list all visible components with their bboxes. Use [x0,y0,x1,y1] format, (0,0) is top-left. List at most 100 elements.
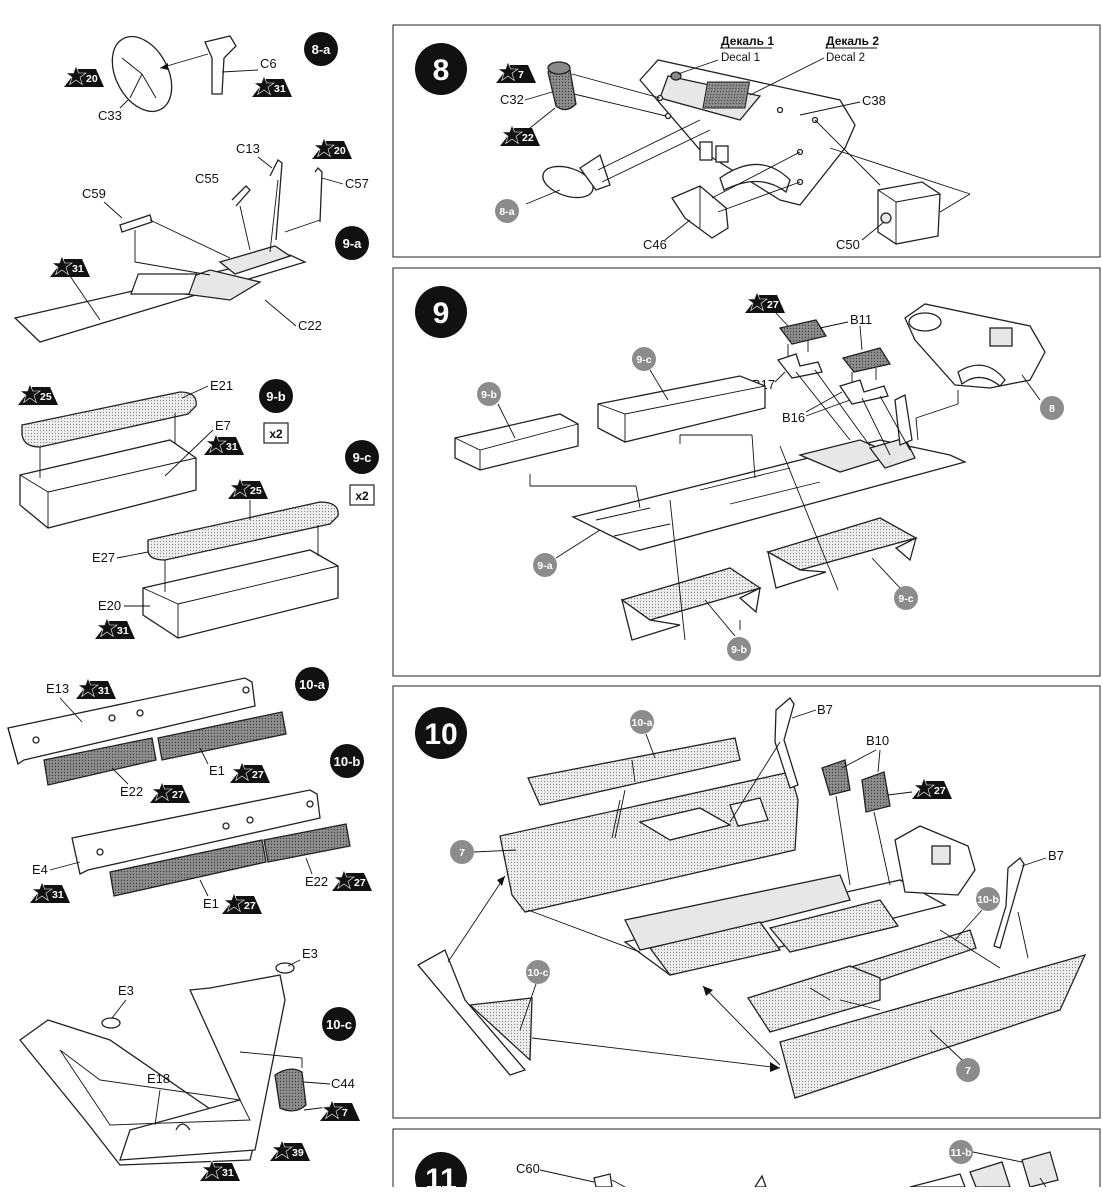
seat-box-9c-top [597,375,766,443]
seat-cushion-e21 [21,391,197,448]
label-c38: C38 [862,93,886,108]
step-9-badge [415,286,467,338]
paint-star: 31 [30,882,70,904]
svg-text:7: 7 [518,69,524,81]
svg-text:10-b: 10-b [977,894,999,906]
svg-text:9-c: 9-c [898,593,913,605]
svg-text:31: 31 [222,1167,234,1179]
svg-text:9-b: 9-b [481,389,497,401]
step-8-badge [415,43,467,95]
bench-9c [766,517,918,571]
bench-9b [620,567,762,621]
part-b11 [778,319,828,345]
decal-1-ru: Декаль 1 [721,34,774,48]
label-c59: C59 [82,186,106,201]
part-b16 [838,379,889,405]
svg-text:9-a: 9-a [537,560,552,572]
paint-star: 27 [332,870,372,892]
label-e1: E1 [209,763,225,778]
column-c6 [204,35,237,95]
svg-text:10-c: 10-c [326,1017,352,1032]
svg-text:20: 20 [86,73,98,85]
label-c44: C44 [331,1076,355,1091]
label-e21: E21 [210,378,233,393]
svg-text:22: 22 [522,132,534,144]
badge-9a [335,226,369,260]
svg-text:31: 31 [72,263,84,275]
svg-text:25: 25 [250,485,262,497]
label-e18: E18 [147,1071,170,1086]
cushion-e22 [263,823,351,863]
svg-text:10-b: 10-b [334,754,361,769]
svg-text:10: 10 [424,718,457,751]
ref-9b-top [477,382,501,406]
steering-assembly [542,165,594,199]
svg-text:27: 27 [934,785,946,797]
seat-box-e7 [19,439,197,529]
badge-9b [259,379,293,413]
label-c32: C32 [500,92,524,107]
paint-star: 7 [496,62,536,84]
backrest-e4 [71,789,321,875]
cushion-e1 [157,711,287,761]
svg-text:27: 27 [244,900,256,912]
paint-star: 27 [222,893,262,915]
multiplier-box [263,422,289,444]
paint-star: 31 [200,1160,240,1182]
label-e3: E3 [302,946,318,961]
paint-star: 31 [95,618,135,640]
ref-7-right [956,1058,980,1082]
label-c50: C50 [836,237,860,252]
paint-star: 31 [204,434,244,456]
part-11b [1021,1151,1059,1188]
badge-8a [304,32,338,66]
ref-10a [630,710,654,734]
part-c44 [274,1068,307,1112]
step-8-panel: 8 C32 7 22 8-a [392,24,1101,258]
svg-text:27: 27 [172,789,184,801]
paint-star: 7 [320,1100,360,1122]
svg-text:27: 27 [354,877,366,889]
paint-star: 27 [150,782,190,804]
paint-star: 20 [312,138,352,160]
part-c57 [314,167,323,223]
svg-text:7: 7 [459,847,465,859]
panel-10c-left [416,949,527,1076]
step-11-panel: 11 C60 11-b [392,1128,1101,1192]
paint-star: 22 [500,125,540,147]
svg-text:31: 31 [117,625,129,637]
svg-text:9-c: 9-c [636,354,651,366]
decal-2-ru: Декаль 2 [826,34,879,48]
svg-text:39: 39 [292,1147,304,1159]
badge-10a [295,667,329,701]
svg-text:31: 31 [226,441,238,453]
label-b7: B7 [1048,848,1064,863]
part-b7 [774,697,799,789]
cushion-e22 [43,737,157,786]
part-b7 [993,857,1025,949]
step-9-frame [392,267,1101,677]
svg-text:x2: x2 [269,427,283,441]
svg-text:27: 27 [767,299,779,311]
part-c59 [119,214,153,233]
label-c13: C13 [236,141,260,156]
paint-star: 39 [270,1140,310,1162]
part-b10 [821,759,851,796]
svg-text:11: 11 [425,1163,457,1187]
svg-text:9-b: 9-b [266,389,286,404]
part-e3 [101,1017,121,1029]
svg-text:31: 31 [274,83,286,95]
ref-7-left [450,840,474,864]
paint-star: 27 [230,762,270,784]
svg-text:11-b: 11-b [950,1147,971,1159]
sub-step-8a: C33 C6 20 31 8-a [64,32,338,123]
label-e1: E1 [203,896,219,911]
label-c57: C57 [345,176,369,191]
label-c55: C55 [195,171,219,186]
paint-star: 27 [745,292,785,314]
svg-text:25: 25 [40,391,52,403]
part-b10 [861,771,891,813]
ref-9b-bottom [727,637,751,661]
label-c60: C60 [516,1161,540,1176]
